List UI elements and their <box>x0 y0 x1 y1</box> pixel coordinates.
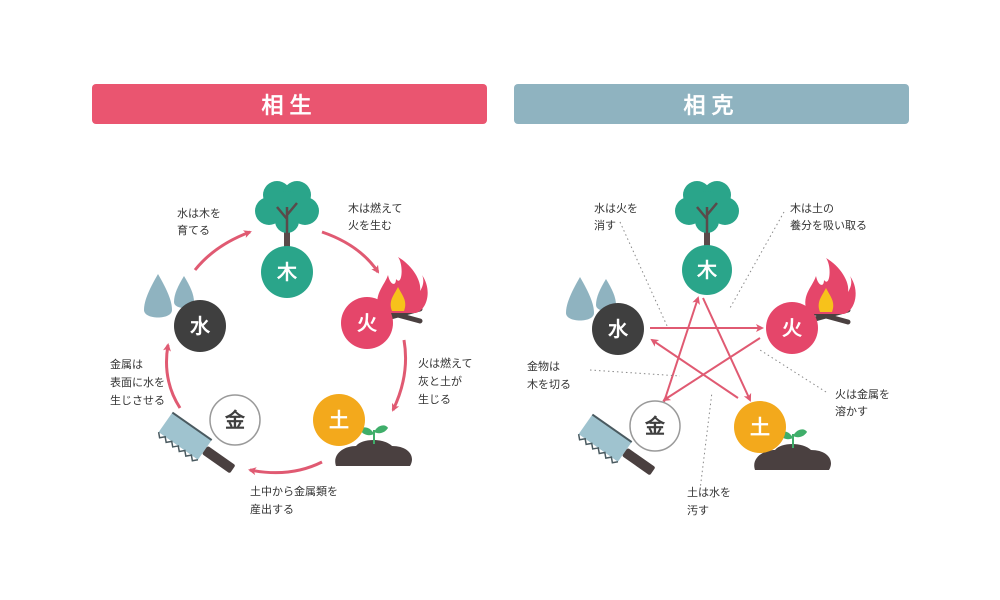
element-earth-circle <box>313 394 365 446</box>
element-earth-label: 土 <box>750 415 770 439</box>
arrow-earth-to-metal <box>248 460 323 476</box>
element-fire-circle <box>341 297 393 349</box>
annotation-wood-earth: 木は土の 養分を吸い取る <box>790 202 867 232</box>
annotation-water-wood: 水は木を 育てる <box>177 207 225 237</box>
element-fire-circle <box>766 302 818 354</box>
annotation-wood-fire: 木は燃えて 火を生む <box>348 201 406 232</box>
arrow-fire-to-earth <box>391 339 408 412</box>
leader-lines <box>589 211 827 491</box>
element-fire-label: 火 <box>782 316 803 340</box>
element-earth-label: 土 <box>329 408 349 432</box>
element-wood-circle <box>682 245 732 295</box>
arrow-water-to-wood <box>193 230 252 271</box>
annotation-water-fire: 水は火を 消す <box>594 202 642 232</box>
annotation-metal-wood: 金物は 木を切る <box>527 359 571 391</box>
annotation-earth-water: 土は水を 汚す <box>687 486 735 517</box>
annotation-fire-earth: 火は燃えて 灰と土が 生じる <box>418 356 476 406</box>
arrow-wood-to-fire <box>321 230 380 274</box>
arrow-metal-to-water <box>163 343 182 409</box>
element-water-circle <box>174 300 226 352</box>
element-metal-label: 金 <box>224 408 246 432</box>
annotation-earth-metal: 土中から金属類を 産出する <box>250 484 342 516</box>
arrow-earth-to-water <box>650 338 739 399</box>
element-fire-label: 火 <box>357 311 378 335</box>
element-water-label: 水 <box>608 317 629 341</box>
element-metal-label: 金 <box>644 414 666 438</box>
element-wood-label: 木 <box>696 258 718 282</box>
element-metal-circle <box>209 394 261 446</box>
arrow-fire-to-metal <box>662 337 761 402</box>
tree-icon <box>253 179 321 251</box>
element-metal-circle <box>629 400 681 452</box>
banner-sosei: 相生 <box>92 84 487 124</box>
element-wood-label: 木 <box>276 260 298 284</box>
element-water-circle <box>592 303 644 355</box>
annotation-fire-metal: 火は金属を 溶かす <box>835 387 894 418</box>
tree-icon <box>673 179 741 251</box>
arrow-metal-to-wood <box>663 296 700 403</box>
annotation-metal-water: 金属は 表面に水を 生じさせる <box>110 357 169 407</box>
element-water-label: 水 <box>190 314 211 338</box>
banner-sokoku: 相克 <box>514 84 909 124</box>
element-earth-circle <box>734 401 786 453</box>
element-wood-circle <box>261 246 313 298</box>
arrow-wood-to-earth <box>702 297 752 402</box>
